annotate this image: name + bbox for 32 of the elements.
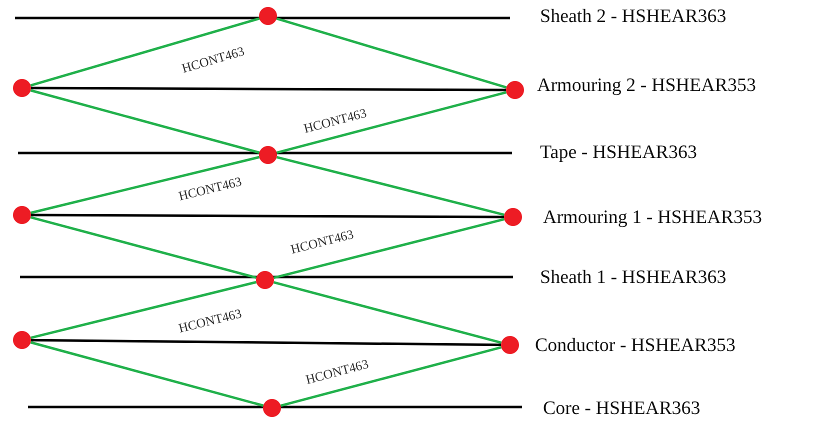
connector-line bbox=[31, 86, 506, 92]
layer-label: Armouring 1 - HSHEAR353 bbox=[543, 207, 762, 229]
node-dot bbox=[13, 79, 31, 97]
node-dot bbox=[504, 208, 522, 226]
node-dot bbox=[256, 271, 274, 289]
connector-line bbox=[273, 281, 502, 344]
layer-label: Core - HSHEAR363 bbox=[543, 398, 700, 420]
connector-line bbox=[30, 89, 260, 154]
layer-label: Conductor - HSHEAR353 bbox=[535, 335, 736, 357]
connector-line bbox=[30, 338, 502, 346]
connector-line bbox=[30, 280, 257, 340]
node-dot bbox=[13, 206, 31, 224]
connector-line bbox=[276, 17, 507, 89]
connector-line bbox=[280, 346, 502, 407]
layer-label: Armouring 2 - HSHEAR353 bbox=[537, 75, 756, 97]
connector-line bbox=[276, 91, 507, 154]
connector-line bbox=[30, 341, 264, 407]
node-dot bbox=[263, 399, 281, 417]
connector-line bbox=[30, 216, 257, 279]
connector-line bbox=[30, 17, 260, 87]
layer-label: Tape - HSHEAR363 bbox=[540, 142, 697, 164]
node-dot bbox=[13, 331, 31, 349]
node-dot bbox=[259, 146, 277, 164]
layer-label: Sheath 1 - HSHEAR363 bbox=[540, 267, 726, 289]
layer-label: Sheath 2 - HSHEAR363 bbox=[540, 6, 726, 28]
node-dot bbox=[259, 7, 277, 25]
connector-line bbox=[31, 214, 504, 218]
connector-line bbox=[276, 156, 505, 216]
connector-line bbox=[273, 218, 505, 279]
node-dot bbox=[506, 81, 524, 99]
connector-line bbox=[30, 156, 260, 214]
node-dot bbox=[501, 336, 519, 354]
